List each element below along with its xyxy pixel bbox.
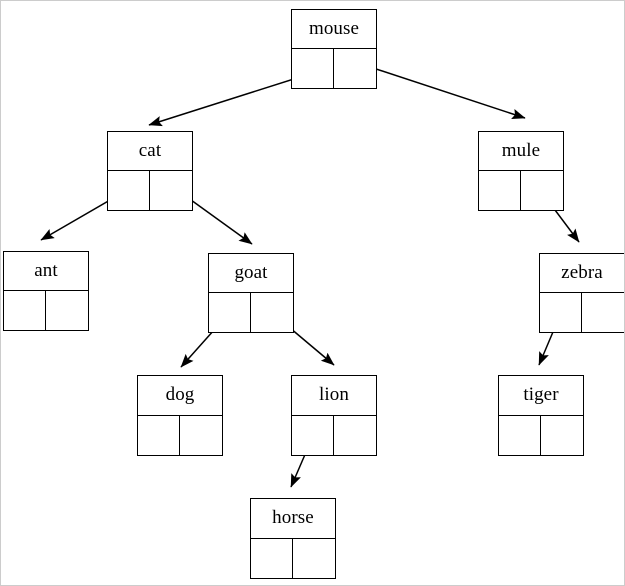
- tree-node-cat[interactable]: cat: [107, 131, 193, 211]
- lion-left-child-pointer-cell[interactable]: [292, 415, 334, 455]
- mouse-right-child-pointer-cell[interactable]: [334, 49, 376, 88]
- node-pointer-cells-zebra: [540, 293, 624, 332]
- tiger-right-child-pointer-cell[interactable]: [541, 415, 583, 455]
- cat-right-child-pointer-cell[interactable]: [150, 171, 192, 210]
- node-label-mouse: mouse: [292, 10, 376, 49]
- tree-node-goat[interactable]: goat: [208, 253, 294, 333]
- tree-node-horse[interactable]: horse: [250, 498, 336, 579]
- goat-left-child-pointer-cell[interactable]: [209, 293, 251, 332]
- node-label-cat: cat: [108, 132, 192, 171]
- edge-arrow-mouse-right-to-mule: [357, 62, 526, 119]
- zebra-left-child-pointer-cell[interactable]: [540, 293, 582, 332]
- mouse-left-child-pointer-cell[interactable]: [292, 49, 334, 88]
- tree-node-lion[interactable]: lion: [291, 375, 377, 456]
- horse-left-child-pointer-cell[interactable]: [251, 538, 293, 578]
- node-pointer-cells-lion: [292, 415, 376, 455]
- mule-right-child-pointer-cell[interactable]: [521, 171, 563, 210]
- ant-left-child-pointer-cell[interactable]: [4, 291, 46, 330]
- node-label-mule: mule: [479, 132, 563, 171]
- mule-left-child-pointer-cell[interactable]: [479, 171, 521, 210]
- tiger-left-child-pointer-cell[interactable]: [499, 415, 541, 455]
- node-pointer-cells-ant: [4, 291, 88, 330]
- tree-node-dog[interactable]: dog: [137, 375, 223, 456]
- node-pointer-cells-tiger: [499, 415, 583, 455]
- lion-right-child-pointer-cell[interactable]: [334, 415, 376, 455]
- tree-node-mule[interactable]: mule: [478, 131, 564, 211]
- node-pointer-cells-cat: [108, 171, 192, 210]
- dog-right-child-pointer-cell[interactable]: [180, 415, 222, 455]
- horse-right-child-pointer-cell[interactable]: [293, 538, 335, 578]
- node-label-zebra: zebra: [540, 254, 624, 293]
- tree-node-ant[interactable]: ant: [3, 251, 89, 331]
- node-pointer-cells-mule: [479, 171, 563, 210]
- node-pointer-cells-goat: [209, 293, 293, 332]
- node-label-ant: ant: [4, 252, 88, 291]
- tree-node-mouse[interactable]: mouse: [291, 9, 377, 89]
- tree-node-zebra[interactable]: zebra: [539, 253, 624, 333]
- goat-right-child-pointer-cell[interactable]: [251, 293, 293, 332]
- node-pointer-cells-mouse: [292, 49, 376, 88]
- zebra-right-child-pointer-cell[interactable]: [582, 293, 624, 332]
- ant-right-child-pointer-cell[interactable]: [46, 291, 88, 330]
- node-pointer-cells-dog: [138, 415, 222, 455]
- node-label-horse: horse: [251, 499, 335, 539]
- node-label-tiger: tiger: [499, 376, 583, 416]
- node-label-goat: goat: [209, 254, 293, 293]
- cat-left-child-pointer-cell[interactable]: [108, 171, 150, 210]
- node-label-lion: lion: [292, 376, 376, 416]
- node-pointer-cells-horse: [251, 538, 335, 578]
- tree-node-tiger[interactable]: tiger: [498, 375, 584, 456]
- node-label-dog: dog: [138, 376, 222, 416]
- dog-left-child-pointer-cell[interactable]: [138, 415, 180, 455]
